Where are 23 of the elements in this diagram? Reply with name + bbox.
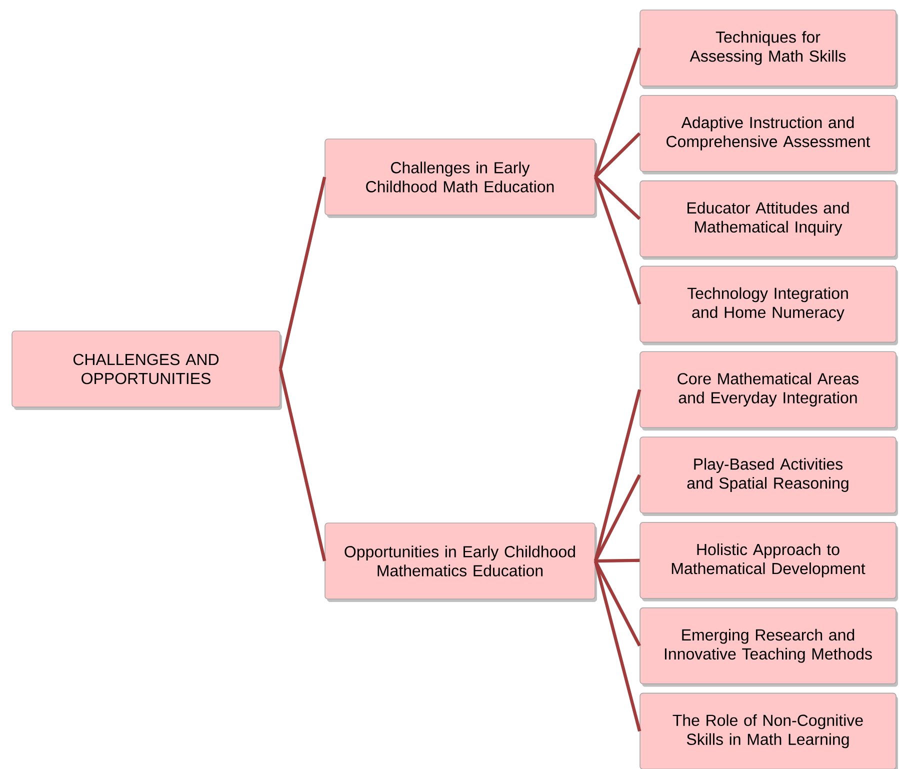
topic-box: Adaptive Instruction and Comprehensive Assessment: [640, 95, 896, 172]
topic-box: Emerging Research and Innovative Teaching Methods: [640, 607, 896, 684]
topic-box: Opportunities in Early Childhood Mathematics Education: [324, 522, 596, 600]
topic-box: The Role of Non-Cognitive Skills in Math Learning: [640, 692, 896, 769]
connector-line: [278, 368, 326, 562]
connector-line: [594, 389, 642, 562]
topic-box: CHALLENGES AND OPPORTUNITIES: [12, 330, 280, 408]
topic-box: Holistic Approach to Mathematical Development: [640, 522, 896, 599]
connector-line: [278, 176, 326, 370]
connector-line: [594, 176, 641, 220]
connector-line: [594, 560, 642, 647]
topic-box: Educator Attitudes and Mathematical Inquiry: [640, 180, 896, 258]
topic-box: Technology Integration and Home Numeracy: [640, 266, 896, 343]
connector-line: [595, 558, 640, 563]
connector-line: [594, 47, 642, 178]
connector-line: [594, 132, 641, 178]
connector-line: [594, 176, 642, 305]
topic-box: Challenges in Early Childhood Math Education: [324, 138, 596, 216]
topic-box: Core Mathematical Areas and Everyday Integration: [640, 351, 896, 428]
connector-line: [594, 474, 642, 562]
topic-box: Play-Based Activities and Spatial Reasoning: [640, 436, 896, 514]
topic-box: Techniques for Assessing Math Skills: [640, 10, 896, 86]
connector-line: [594, 560, 642, 732]
